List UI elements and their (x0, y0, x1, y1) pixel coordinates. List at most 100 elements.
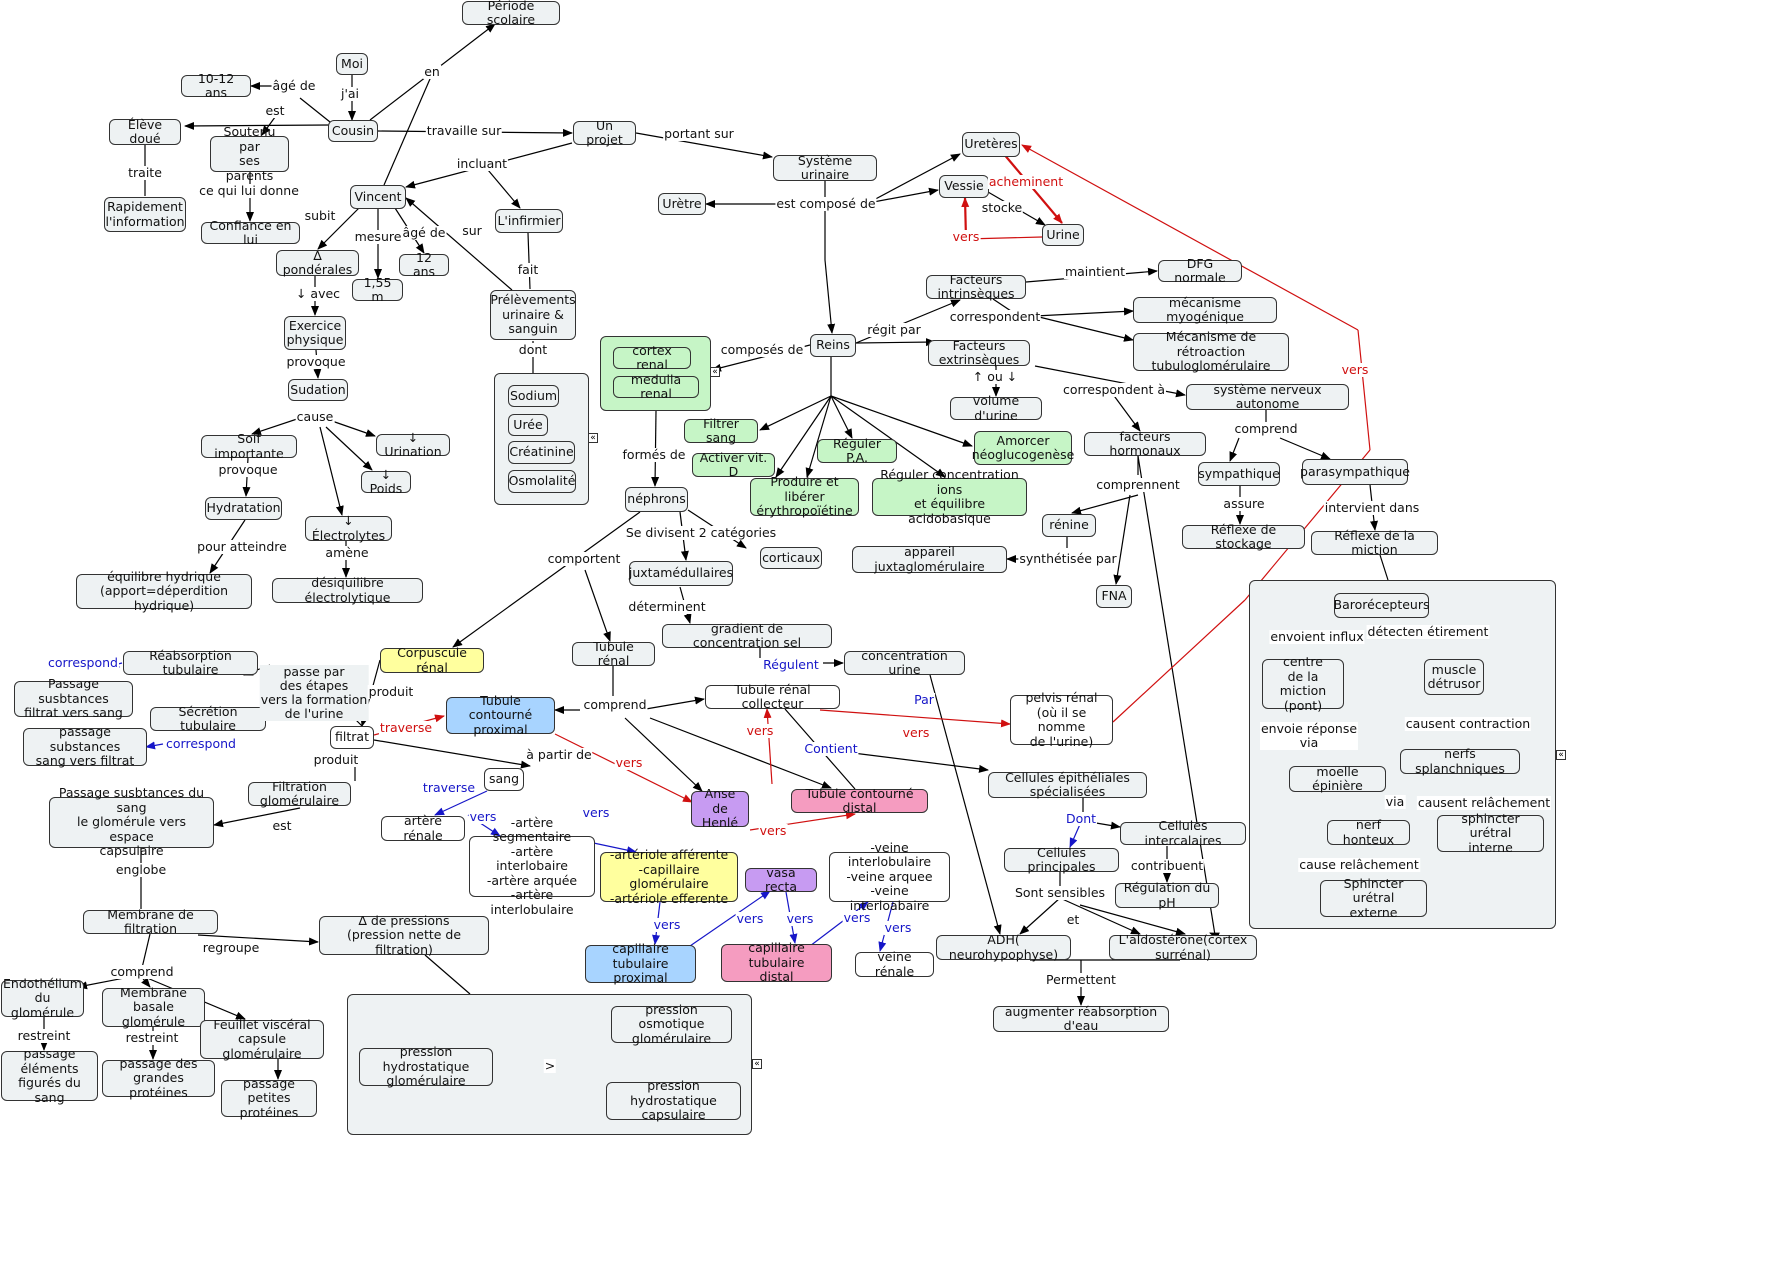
concept-node-vasa[interactable]: vasa recta (745, 865, 817, 894)
collapse-toggle-icon[interactable]: « (1556, 750, 1566, 760)
concept-node-soif[interactable]: Soif importante (201, 431, 297, 460)
concept-node-pa[interactable]: Réguler P.A. (817, 436, 897, 465)
concept-node-urination[interactable]: ↓ Urination (376, 430, 450, 459)
concept-node-corpuscule[interactable]: Corpuscule rénal (380, 645, 484, 674)
concept-node-extrinseques[interactable]: Facteurs extrinsèques (928, 338, 1030, 367)
concept-node-arterioles[interactable]: -artériole afférente -capillaire gloméru… (600, 847, 738, 905)
concept-node-hydrocaps[interactable]: pression hydrostatique capsulaire (606, 1079, 741, 1122)
concept-node-collecteur[interactable]: Tubule rénal collecteur (705, 682, 840, 711)
concept-node-moelle[interactable]: moelle épinière (1289, 764, 1386, 793)
concept-node-veines[interactable]: -veine interlobulaire -veine arquee -vei… (829, 840, 950, 913)
concept-node-arterer[interactable]: artère rénale (381, 813, 465, 842)
concept-node-splanchniques[interactable]: nerfs splanchniques (1400, 746, 1520, 775)
concept-node-projet[interactable]: Un projet (573, 118, 636, 147)
concept-node-intercalaires[interactable]: Cellules intercalaires (1120, 818, 1246, 847)
collapse-toggle-icon[interactable]: « (752, 1059, 762, 1069)
concept-node-prelevements[interactable]: Prélèvements urinaire & sanguin (490, 290, 576, 340)
concept-node-proximal[interactable]: Tubule contourné proximal (446, 693, 555, 737)
concept-node-nephrons[interactable]: néphrons (625, 487, 688, 512)
concept-node-ponderales[interactable]: ∆ pondérales (276, 248, 359, 277)
concept-node-cellulesep[interactable]: Cellules épithéliales spécialisées (988, 770, 1147, 799)
concept-node-creatinine[interactable]: Créatinine (508, 441, 575, 464)
concept-node-equilibre[interactable]: équilibre hydrique (apport=déperdition h… (76, 569, 252, 613)
concept-node-periode[interactable]: Période scolaire (462, 0, 560, 27)
concept-node-infirmier[interactable]: L'infirmier (495, 209, 563, 233)
concept-node-osmolalite[interactable]: Osmolalité (508, 470, 576, 493)
concept-node-intrinseques[interactable]: Facteurs intrinsèques (926, 272, 1026, 301)
concept-node-systeme[interactable]: Système urinaire (773, 153, 877, 182)
concept-node-centre[interactable]: centre de la miction (pont) (1262, 654, 1344, 712)
concept-node-henle[interactable]: Anse de Henlé (691, 787, 749, 830)
concept-node-eleve[interactable]: Élève doué (109, 117, 181, 146)
concept-node-ions[interactable]: Réguler concentration ions et équilibre … (872, 467, 1027, 525)
concept-node-capprox[interactable]: capillaire tubulaire proximal (585, 942, 696, 985)
concept-node-reabsorption[interactable]: Réabsorption tubulaire (123, 648, 258, 677)
concept-node-passage1[interactable]: Passage susbtances filtrat vers sang (14, 677, 133, 720)
concept-node-ph[interactable]: Régulation du pH (1115, 880, 1219, 909)
concept-node-hydroglom[interactable]: pression hydrostatique glomérulaire (359, 1045, 493, 1088)
concept-node-moi[interactable]: Moi (336, 53, 368, 75)
concept-node-aldo[interactable]: L'aldostérone(cortex surrénal) (1109, 932, 1257, 961)
concept-node-arteres[interactable]: -artère segmentaire -artère interlobaire… (469, 815, 595, 917)
collapse-toggle-icon[interactable]: « (710, 367, 720, 377)
concept-node-tubulerenal[interactable]: Tubule rénal (572, 639, 655, 668)
concept-node-honteux[interactable]: nerf honteux (1327, 817, 1410, 846)
concept-node-electrolytes[interactable]: ↓ Électrolytes (305, 513, 392, 542)
concept-node-uretre[interactable]: Urètre (658, 193, 706, 215)
concept-node-neoglu[interactable]: Amorcer néoglucogenèse (972, 431, 1074, 465)
concept-node-urine[interactable]: Urine (1042, 224, 1084, 246)
concept-node-capdist[interactable]: capillaire tubulaire distal (721, 941, 832, 984)
concept-node-feuillet[interactable]: Feuillet viscéral capsule glomérulaire (200, 1017, 324, 1061)
concept-node-stockage[interactable]: Réflexe de stockage (1182, 522, 1305, 551)
concept-node-distal[interactable]: Tubule contourné distal (791, 786, 928, 815)
concept-node-sodium[interactable]: Sodium (508, 385, 559, 407)
concept-node-miction[interactable]: Réflexe de la miction (1311, 528, 1438, 557)
concept-node-juxta[interactable]: juxtamédullaires (629, 561, 733, 586)
concept-node-barorecepteurs[interactable]: Barorécepteurs (1334, 593, 1429, 618)
concept-node-age1012[interactable]: 10-12 ans (181, 71, 251, 100)
concept-node-basale[interactable]: Membrane basale glomérule (102, 985, 205, 1029)
concept-node-veiner[interactable]: veine rénale (855, 949, 934, 978)
concept-node-hydratation[interactable]: Hydratation (205, 497, 282, 520)
concept-node-passage3[interactable]: Passage susbtances du sang le glomérule … (49, 786, 214, 858)
concept-node-petites[interactable]: passage petites protéines (221, 1076, 317, 1120)
concept-node-exercice[interactable]: Exercice physique (284, 316, 346, 350)
concept-node-vincent[interactable]: Vincent (350, 185, 406, 209)
concept-node-nerveux[interactable]: système nerveux autonome (1186, 382, 1349, 411)
concept-node-vessie[interactable]: Vessie (939, 175, 989, 198)
concept-node-pressions[interactable]: ∆ de pressions (pression nette de filtra… (319, 913, 489, 957)
concept-node-confiance[interactable]: Confiance en lui (201, 218, 300, 247)
concept-node-sphincterint[interactable]: sphincter urétral interne (1437, 811, 1544, 855)
concept-node-pelvis[interactable]: pelvis rénal (où il se nomme de l'urine) (1010, 690, 1113, 748)
concept-node-elements[interactable]: passage éléments figurés du sang (1, 1046, 98, 1104)
concept-node-gradient[interactable]: gradient de concentration sel (662, 621, 832, 650)
concept-node-reins[interactable]: Reins (810, 334, 856, 357)
concept-node-sudation[interactable]: Sudation (288, 379, 348, 401)
concept-node-membrane[interactable]: Membrane de filtration (83, 907, 218, 936)
concept-node-filtrer[interactable]: Filtrer sang (684, 416, 758, 445)
concept-node-renine[interactable]: rénine (1042, 514, 1096, 537)
concept-node-soutenu[interactable]: Soutenu par ses parents (210, 124, 289, 182)
concept-node-juxtaglom[interactable]: appareil juxtaglomérulaire (852, 544, 1007, 573)
concept-node-sphincterext[interactable]: Sphincter urétral externe (1320, 876, 1427, 920)
concept-node-volume[interactable]: volume d'urine (950, 393, 1042, 422)
concept-node-taille[interactable]: 1,55 m (352, 275, 403, 304)
concept-node-reabeau[interactable]: augmenter réabsorption d'eau (993, 1004, 1169, 1033)
concept-node-hormonaux[interactable]: facteurs hormonaux (1084, 429, 1206, 458)
concept-node-uree[interactable]: Urée (508, 414, 548, 436)
concept-node-retroaction[interactable]: Mécanisme de rétroaction tubuloglomérula… (1133, 330, 1289, 373)
concept-node-rapidement[interactable]: Rapidement l'information (104, 197, 186, 232)
concept-node-dfg[interactable]: DFG normale (1158, 256, 1242, 285)
concept-node-age12[interactable]: 12 ans (399, 250, 449, 279)
concept-node-filtrat[interactable]: filtrat (330, 726, 374, 749)
concept-node-cortex[interactable]: cortex renal (613, 343, 691, 372)
concept-node-adh[interactable]: ADH( neurohypophyse) (936, 932, 1071, 961)
concept-node-sang[interactable]: sang (484, 768, 524, 791)
concept-node-concentration[interactable]: concentration urine (844, 648, 965, 677)
concept-node-myogenique[interactable]: mécanisme myogénique (1133, 295, 1277, 324)
concept-node-osmotique[interactable]: pression osmotique glomérulaire (611, 1002, 732, 1046)
concept-node-principales[interactable]: Cellules principales (1004, 845, 1119, 874)
concept-node-ureteres[interactable]: Uretères (962, 132, 1020, 157)
concept-node-grandes[interactable]: passage des grandes protéines (102, 1056, 215, 1100)
concept-node-vitd[interactable]: Activer vit. D (692, 450, 775, 479)
